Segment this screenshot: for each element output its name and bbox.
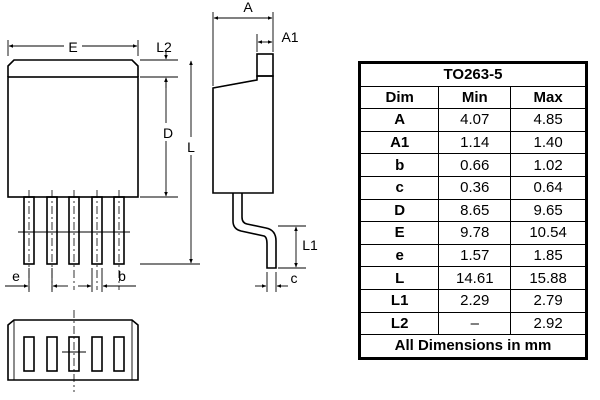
- bottom-lead-4: [91, 336, 103, 372]
- table-row: e 1.57 1.85: [359, 243, 586, 268]
- side-view-lead: [232, 193, 277, 269]
- header-dim: Dim: [359, 85, 440, 110]
- package-drawing: E L2 D L e b: [5, 0, 318, 392]
- label-A1: A1: [281, 29, 298, 45]
- header-max: Max: [510, 85, 586, 110]
- row-min: 0.66: [438, 153, 512, 177]
- table-row: E 9.78 10.54: [359, 221, 586, 245]
- row-dim: b: [359, 153, 440, 177]
- row-min: 0.36: [438, 175, 512, 200]
- table-row: D 8.65 9.65: [359, 198, 586, 223]
- label-L1: L1: [302, 237, 318, 253]
- row-dim: L1: [359, 288, 440, 313]
- table-row: L1 2.29 2.79: [359, 288, 586, 313]
- row-max: 0.64: [510, 175, 586, 200]
- dimensions-table: TO263-5 Dim Min Max A 4.07 4.85 A1 1.14 …: [358, 61, 588, 360]
- top-view: E L2 D L e b: [5, 36, 200, 292]
- label-b: b: [118, 268, 126, 284]
- row-max: 2.79: [510, 288, 586, 313]
- row-dim: D: [359, 198, 440, 223]
- row-min: 4.07: [438, 108, 512, 132]
- header-min: Min: [438, 85, 512, 110]
- bottom-lead-1: [23, 336, 35, 372]
- label-L: L: [187, 139, 195, 155]
- label-D: D: [163, 125, 173, 141]
- row-max: 1.85: [510, 243, 586, 268]
- row-dim: c: [359, 175, 440, 200]
- row-min: 1.14: [438, 130, 512, 155]
- row-max: 10.54: [510, 221, 586, 245]
- top-view-tab: [7, 59, 139, 77]
- table-row: b 0.66 1.02: [359, 153, 586, 177]
- bottom-lead-5: [113, 336, 125, 372]
- row-dim: A1: [359, 130, 440, 155]
- row-max: 2.92: [510, 311, 586, 336]
- row-min: 9.78: [438, 221, 512, 245]
- side-view-body: [212, 75, 274, 194]
- label-e: e: [12, 268, 20, 284]
- side-view-tab: [256, 53, 274, 77]
- bottom-view: [7, 310, 139, 392]
- row-min: 2.29: [438, 288, 512, 313]
- table-title: TO263-5: [360, 63, 586, 87]
- row-min: 14.61: [438, 266, 512, 290]
- label-L2: L2: [156, 39, 172, 55]
- row-dim: L: [359, 266, 440, 290]
- table-row: c 0.36 0.64: [359, 175, 586, 200]
- row-min: 8.65: [438, 198, 512, 223]
- row-dim: E: [359, 221, 440, 245]
- bottom-lead-2: [46, 336, 58, 372]
- row-min: 1.57: [438, 243, 512, 268]
- table-row: A1 1.14 1.40: [359, 130, 586, 155]
- row-min: –: [438, 311, 512, 336]
- label-A: A: [243, 0, 253, 15]
- table-footer: All Dimensions in mm: [360, 334, 586, 358]
- side-view: A A1 L1 c: [212, 0, 318, 292]
- row-max: 9.65: [510, 198, 586, 223]
- row-max: 1.02: [510, 153, 586, 177]
- table-row: L 14.61 15.88: [359, 266, 586, 290]
- table-row: A 4.07 4.85: [359, 108, 586, 132]
- row-max: 15.88: [510, 266, 586, 290]
- label-c: c: [291, 270, 298, 286]
- top-view-body: [7, 76, 139, 198]
- row-max: 1.40: [510, 130, 586, 155]
- row-dim: e: [359, 243, 440, 268]
- row-max: 4.85: [510, 108, 586, 132]
- label-E: E: [68, 39, 77, 55]
- row-dim: A: [359, 108, 440, 132]
- table-row: L2 – 2.92: [359, 311, 586, 336]
- table-header-row: Dim Min Max: [359, 85, 586, 110]
- row-dim: L2: [359, 311, 440, 336]
